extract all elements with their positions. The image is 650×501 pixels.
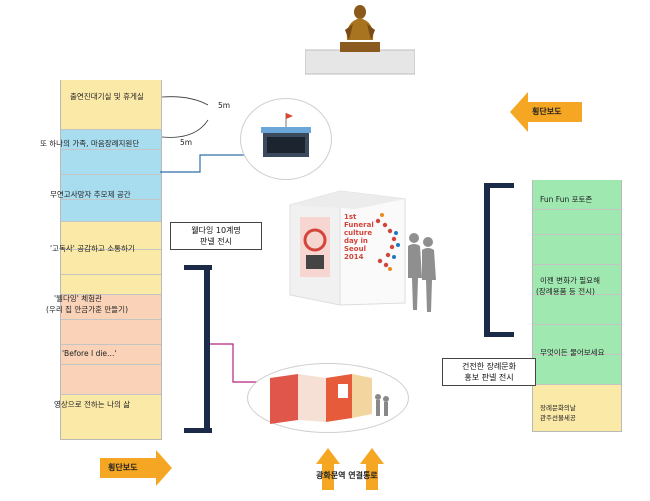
statue-monument (304, 0, 416, 75)
left-panel-bar (204, 268, 210, 432)
dimension-marks (161, 96, 209, 138)
callout-well-dying-line2: 판넬 전시 (200, 237, 232, 246)
zone-culture-day: 장례문화의날 (540, 404, 576, 412)
station-arrows (316, 448, 384, 490)
zone-video-life: 영상으로 전하는 나의 삶 (54, 400, 131, 409)
people-silhouette (408, 233, 436, 312)
booth-illustration (240, 98, 332, 180)
left-panel-bar-bottom (184, 428, 212, 433)
zone-photo-zone: Fun Fun 포토존 (540, 195, 593, 204)
zone-well-dying-sub: (우리 집 안금가훈 만들기) (46, 305, 129, 314)
zone-memorial: 무연고사망자 추모제 공간 (50, 190, 131, 199)
crosswalk-label-right: 횡단보도 (532, 107, 562, 116)
right-zone-strip (532, 180, 622, 432)
callout-well-dying-line1: 웰다잉 10계명 (191, 226, 241, 235)
zone-lonely-death: '고독사' 공감하고 소통하기 (50, 244, 135, 253)
left-zone-strip (60, 80, 162, 440)
zone-change-needed-sub: (장례용품 등 전시) (536, 287, 595, 296)
callout-funeral-culture-panel: 건전한 장례문화 홍보 판넬 전시 (442, 358, 536, 386)
zone-waiting-room: 출연진대기실 및 휴게실 (70, 92, 144, 101)
crosswalk-arrow-right (510, 92, 582, 132)
callout-well-dying-panel: 웰다잉 10계명 판넬 전시 (170, 222, 262, 250)
booth-icon (261, 113, 311, 157)
statue-icon (304, 5, 416, 75)
zone-before-i-die: 'Before I die…' (62, 349, 117, 358)
callout-funeral-line1: 건전한 장례문화 (461, 362, 517, 371)
cube-icon (289, 190, 406, 306)
callout-funeral-line2: 홍보 판넬 전시 (464, 373, 514, 382)
dimension-5m-top: 5m (218, 101, 231, 110)
right-panel-bar-bottom (484, 332, 514, 337)
right-panel-bar (484, 185, 490, 335)
panel-exhibition-illustration (247, 363, 409, 433)
cube-text: 1st Funeral culture day in Seoul 2014 (344, 213, 374, 261)
zone-culture-day-sub: 관주선물세공 (540, 414, 576, 422)
crosswalk-label-left: 횡단보도 (108, 463, 138, 472)
right-panel-bar-top (484, 183, 514, 188)
dimension-5m-bottom: 5m (180, 138, 193, 147)
zone-well-dying: '웰다잉' 체험관 (54, 294, 102, 303)
connector-line (160, 152, 250, 173)
station-passage-label: 광화문역 연결통로 (316, 471, 378, 480)
left-panel-bar-top (184, 265, 212, 270)
event-cube: 1st Funeral culture day in Seoul 2014 (280, 185, 410, 310)
zone-ask-anything: 무엇이든 물어보세요 (540, 348, 605, 357)
panel-display-icon (270, 374, 389, 424)
zone-family-support: 또 하나의 가족, 마음장례지원단 (40, 139, 140, 148)
crosswalk-arrow-left (100, 450, 172, 486)
zone-change-needed: 이젠 변화가 필요해 (540, 276, 600, 285)
